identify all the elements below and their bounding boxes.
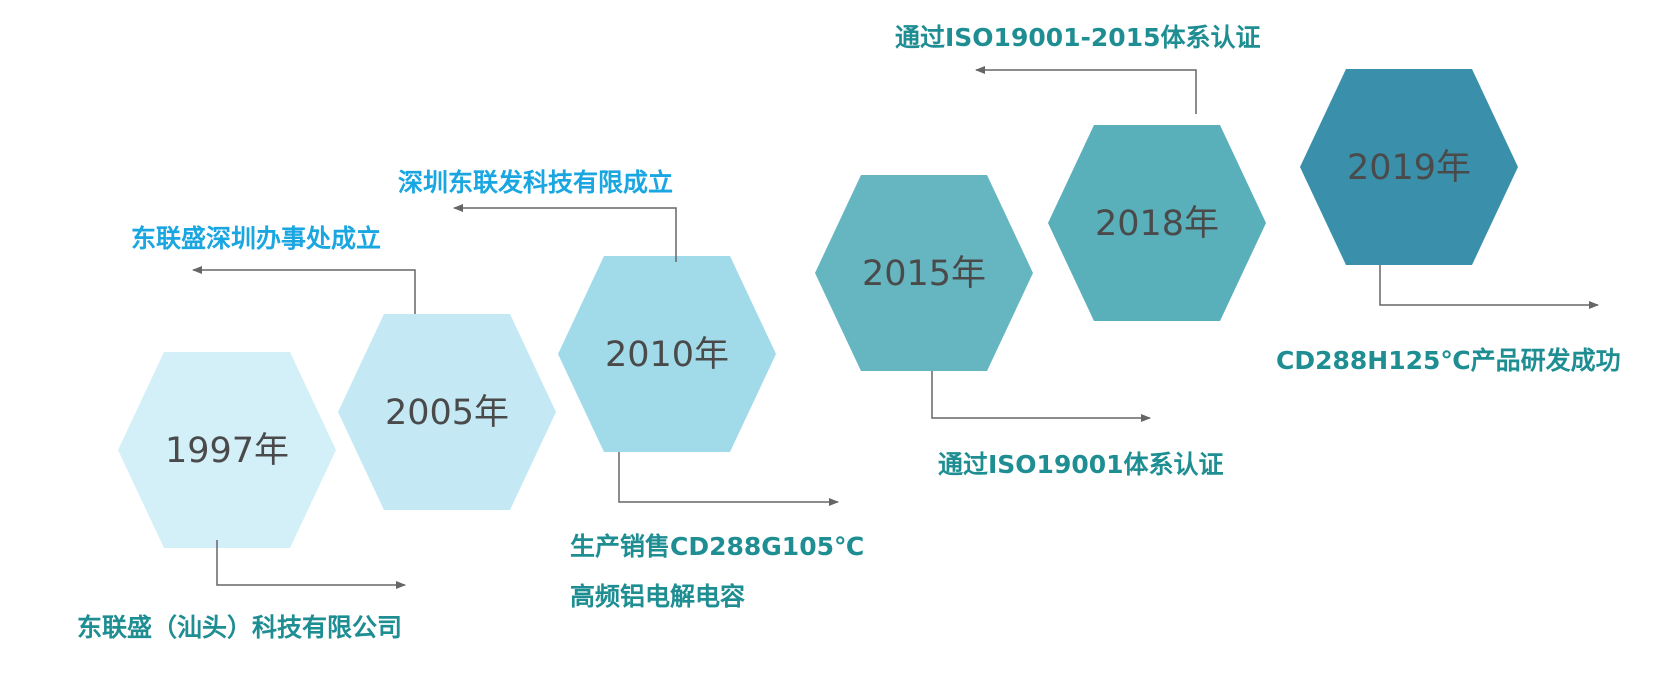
connector-2019 (1379, 265, 1599, 309)
label-2010-bottom-line1: 生产销售CD288G105℃ (570, 532, 865, 561)
hexagon-2005 (338, 314, 556, 510)
connector-2018 (975, 66, 1197, 114)
hexagon-2010 (558, 256, 776, 452)
year-2010: 2010年 (605, 335, 729, 375)
label-1997: 东联盛（汕头）科技有限公司 (77, 613, 403, 642)
label-2010-bottom-line2: 高频铝电解电容 (570, 582, 746, 611)
year-2005: 2005年 (385, 393, 509, 433)
year-2015: 2015年 (862, 254, 986, 294)
hexagon-2019 (1300, 69, 1518, 265)
hexagon-2015 (815, 175, 1033, 371)
label-2019: CD288H125℃产品研发成功 (1276, 346, 1621, 375)
label-2018: 通过ISO19001-2015体系认证 (895, 23, 1261, 52)
label-2015: 通过ISO19001体系认证 (938, 450, 1224, 479)
connector-2015 (931, 371, 1151, 422)
connector-2010-top (453, 204, 677, 262)
connector-2005 (192, 266, 416, 314)
year-2019: 2019年 (1347, 148, 1471, 188)
connector-2010-bottom (618, 452, 839, 506)
label-2005: 东联盛深圳办事处成立 (131, 224, 382, 253)
year-2018: 2018年 (1095, 204, 1219, 244)
hexagon-2018 (1048, 125, 1266, 321)
label-2010-top: 深圳东联发科技有限成立 (398, 168, 674, 197)
hexagon-1997 (118, 352, 336, 548)
year-1997: 1997年 (165, 431, 289, 471)
connector-1997 (216, 540, 406, 589)
